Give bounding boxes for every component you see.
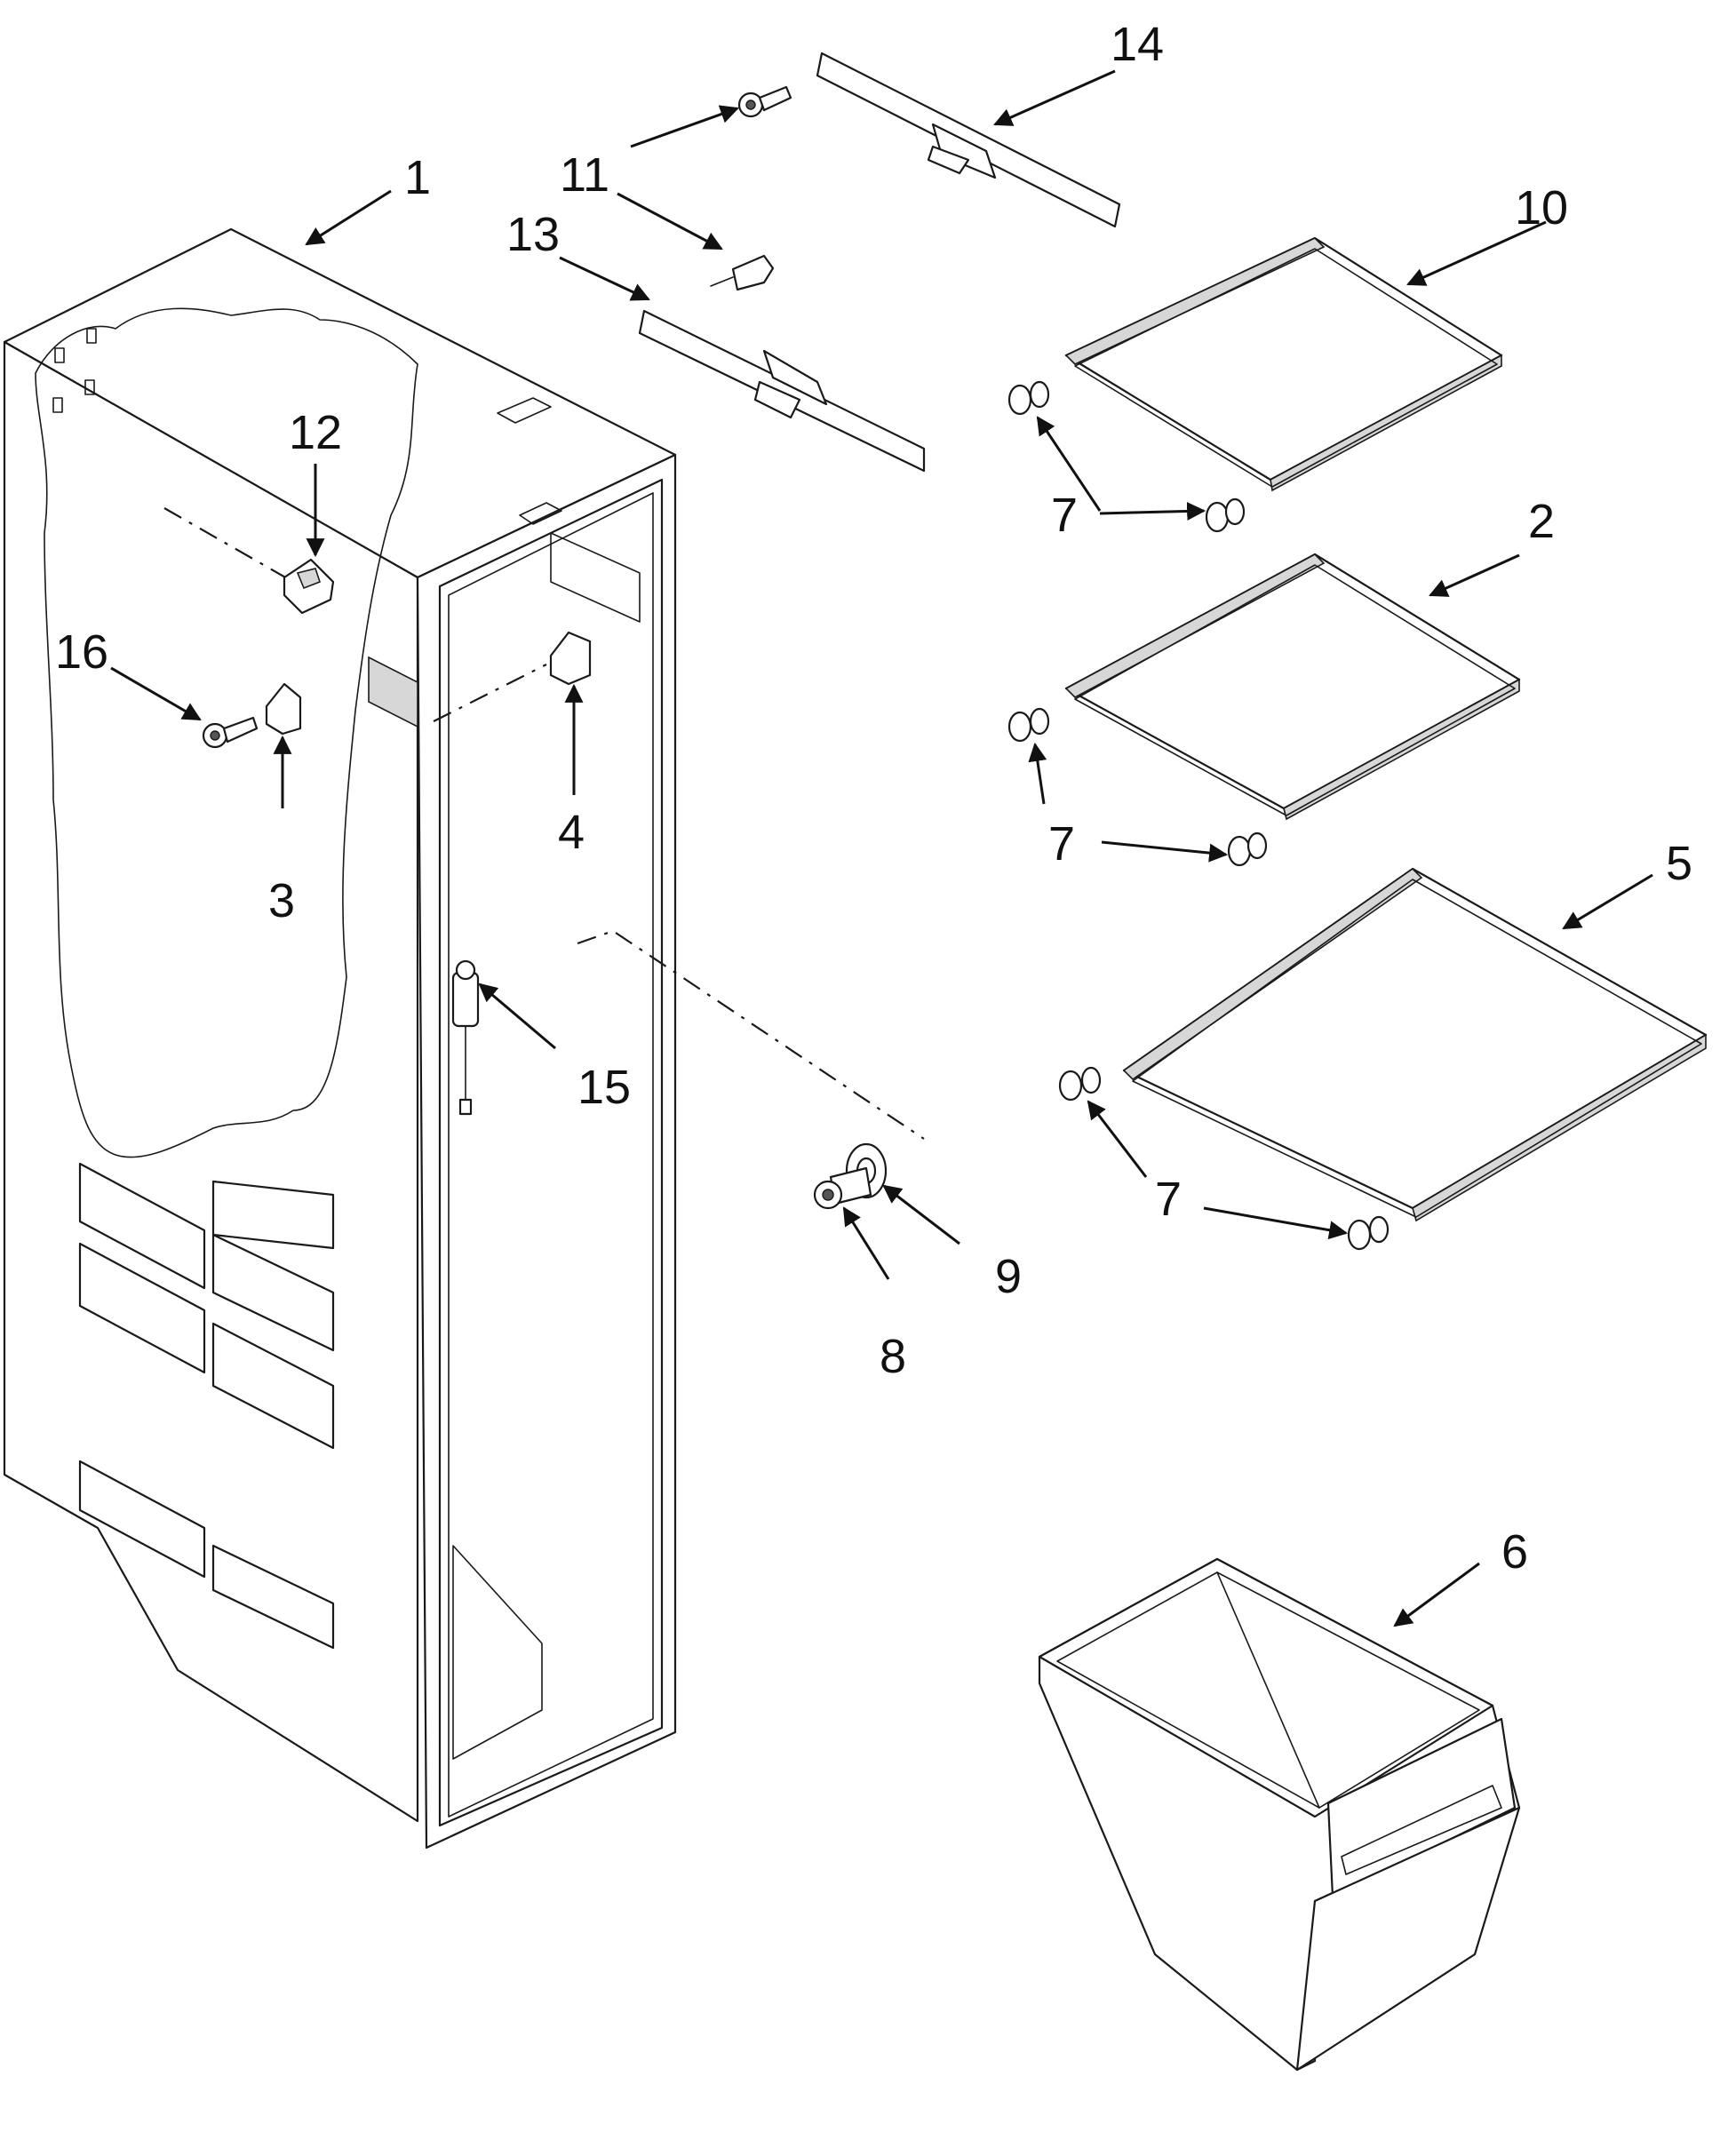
- bar-13: [638, 309, 926, 473]
- callout-12: 12: [289, 406, 342, 459]
- leveler-8-9: [813, 1142, 888, 1210]
- callout-1: 1: [404, 151, 431, 204]
- callout-13: 13: [506, 208, 560, 261]
- shelf-peg: [1007, 380, 1390, 1251]
- callout-16: 16: [55, 625, 108, 679]
- callout-3: 3: [268, 874, 295, 927]
- liner-vent-panels: [78, 1162, 335, 1650]
- crisper-bin: [1038, 1557, 1521, 2072]
- callout-9: 9: [995, 1250, 1022, 1303]
- callout-8: 8: [880, 1330, 906, 1383]
- callout-2: 2: [1528, 495, 1555, 548]
- bar-14: [816, 52, 1121, 228]
- shelf-10: [1064, 236, 1503, 492]
- screw-11-bottom: [710, 254, 775, 291]
- assembly-line-9: [577, 929, 925, 1140]
- shelf-2: [1064, 553, 1521, 821]
- bracket-3: [265, 682, 302, 736]
- bracket-4: [549, 631, 592, 686]
- callout-4: 4: [558, 806, 585, 859]
- assembly-line-12: [163, 507, 294, 583]
- callout-labels: 1 2 3 4 5 6 7 7 7 8 9 10 11 12 13 14 15 …: [55, 18, 1692, 1579]
- screw-11-top: [737, 85, 792, 118]
- callout-14: 14: [1111, 18, 1164, 71]
- shelf-5: [1122, 867, 1708, 1222]
- callout-11: 11: [560, 148, 609, 202]
- callout-15: 15: [577, 1061, 631, 1114]
- callout-6: 6: [1501, 1525, 1528, 1579]
- callout-7a: 7: [1051, 489, 1078, 542]
- bracket-12: [283, 558, 335, 615]
- callout-7b: 7: [1048, 817, 1075, 871]
- refrigerator-liner: [3, 227, 677, 1850]
- callout-5: 5: [1666, 837, 1692, 890]
- leader-arrows: [110, 69, 1653, 1627]
- callout-10: 10: [1515, 181, 1568, 235]
- callout-7c: 7: [1155, 1173, 1182, 1226]
- sensor-15: [451, 959, 480, 1116]
- screw-16: [202, 716, 259, 749]
